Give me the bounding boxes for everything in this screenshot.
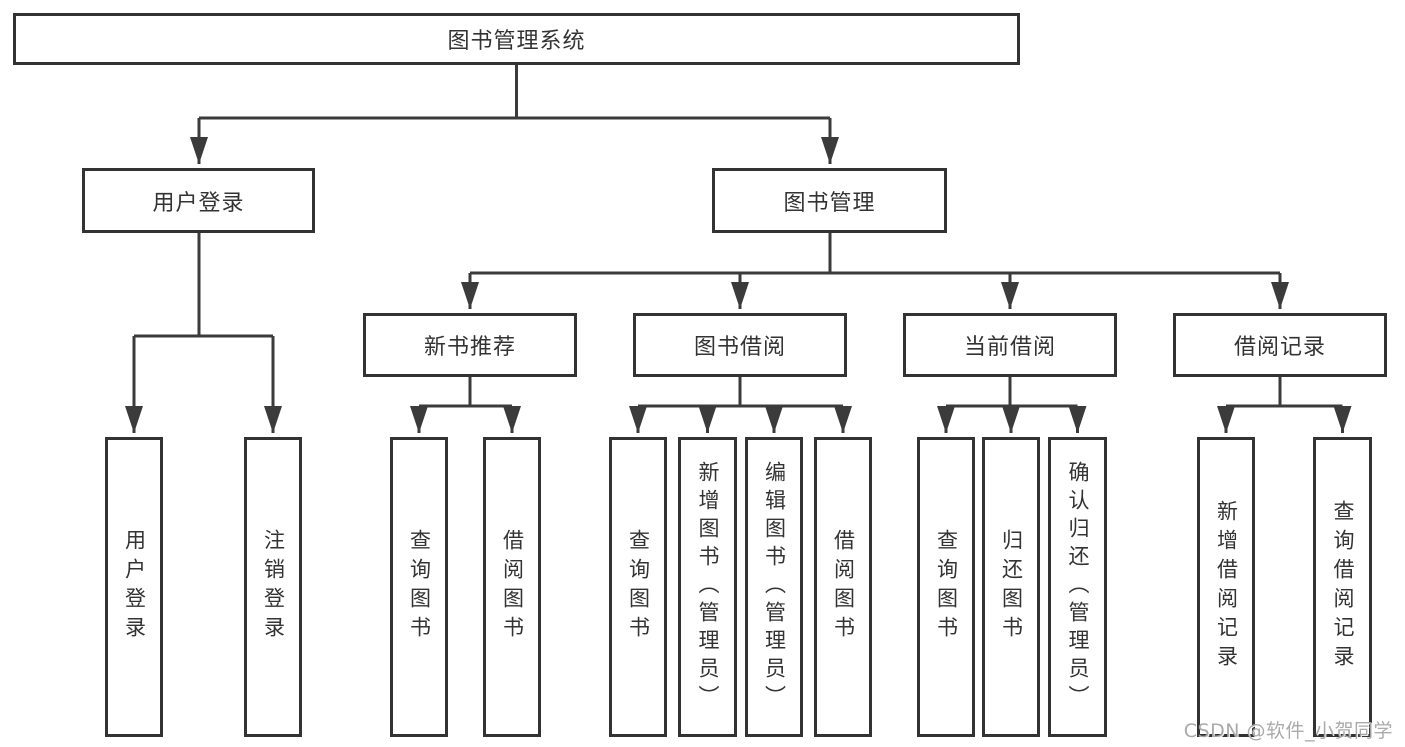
leaf-bb-add-book-admin: 新增图书（管理员） [678,437,737,737]
node-borrowing-records: 借阅记录 [1173,313,1387,377]
node-user-login: 用户登录 [82,168,315,233]
node-current-borrowing: 当前借阅 [903,313,1117,377]
node-root-system: 图书管理系统 [13,13,1020,65]
connector-root-to-level2 [190,65,839,164]
leaf-nbr-query-book: 查询图书 [390,437,448,737]
node-user-login-label: 用户登录 [152,190,245,216]
node-borrowing-records-label: 借阅记录 [1233,335,1326,360]
node-root-system-label: 图书管理系统 [447,29,586,54]
leaf-cb-confirm-return-admin-label: 确认归还（管理员） [1066,461,1090,713]
node-book-management-label: 图书管理 [783,190,876,216]
leaf-user-login: 用户登录 [105,437,163,737]
leaf-br-query-record-label: 查询借阅记录 [1331,500,1355,674]
leaf-cb-query-book: 查询图书 [917,437,975,737]
leaf-cb-return-book: 归还图书 [982,437,1040,737]
leaf-nbr-borrow-book-label: 借阅图书 [500,529,525,645]
connector-borrow-record-children [1217,377,1352,433]
leaf-br-add-record: 新增借阅记录 [1197,437,1255,737]
connector-new-book-children [410,377,521,433]
leaf-br-query-record: 查询借阅记录 [1313,437,1372,737]
node-book-borrowing-label: 图书借阅 [693,335,786,360]
leaf-user-login-label: 用户登录 [122,529,147,645]
leaf-cb-return-book-label: 归还图书 [999,529,1024,645]
leaf-nbr-query-book-label: 查询图书 [407,529,432,645]
leaf-bb-edit-book-admin-label: 编辑图书（管理员） [762,461,787,713]
connector-book-mgmt-to-level3 [461,233,1289,309]
leaf-logout-label: 注销登录 [261,529,286,645]
leaf-bb-query-book: 查询图书 [609,437,667,737]
leaf-bb-add-book-admin-label: 新增图书（管理员） [696,461,720,713]
connector-user-login-children [125,233,282,433]
node-book-borrowing: 图书借阅 [633,313,847,377]
leaf-cb-query-book-label: 查询图书 [934,529,959,645]
leaf-bb-borrow-book-label: 借阅图书 [831,529,856,645]
leaf-br-add-record-label: 新增借阅记录 [1214,500,1239,674]
leaf-cb-confirm-return-admin: 确认归还（管理员） [1048,437,1107,737]
leaf-bb-edit-book-admin: 编辑图书（管理员） [745,437,803,737]
leaf-logout: 注销登录 [244,437,302,737]
node-new-book-recommendation-label: 新书推荐 [423,335,516,360]
leaf-bb-borrow-book: 借阅图书 [814,437,872,737]
node-book-management: 图书管理 [712,168,947,233]
node-current-borrowing-label: 当前借阅 [963,335,1056,360]
node-new-book-recommendation: 新书推荐 [363,313,577,377]
csdn-watermark: CSDN @软件_小贺同学 [1183,720,1393,742]
connector-book-borrow-children [629,377,852,433]
connector-current-borrow-children [937,377,1087,433]
leaf-bb-query-book-label: 查询图书 [626,529,651,645]
leaf-nbr-borrow-book: 借阅图书 [483,437,541,737]
